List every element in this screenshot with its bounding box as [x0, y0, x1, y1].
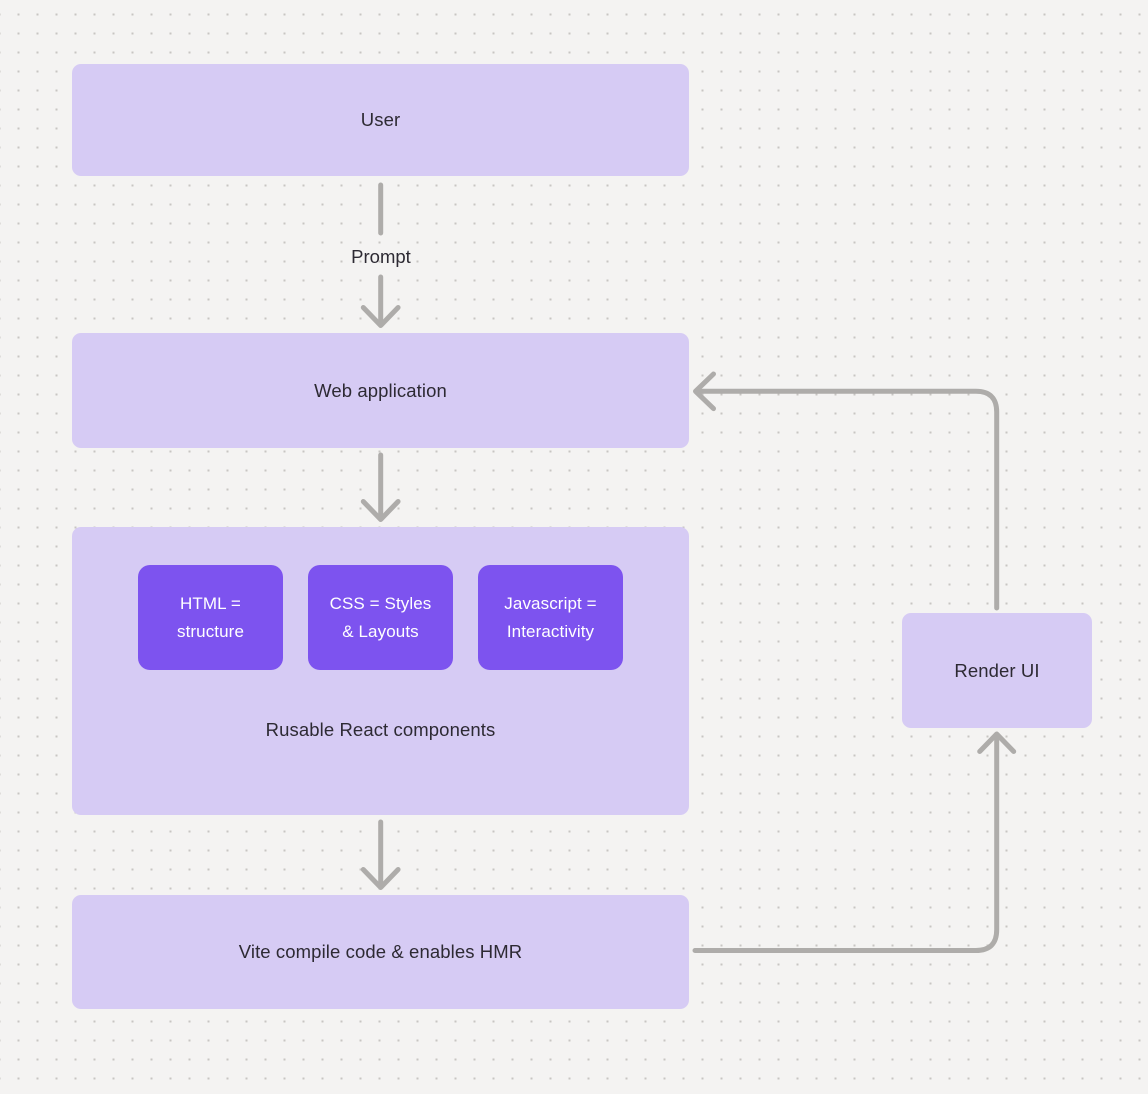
- edge-label-prompt: Prompt: [351, 246, 411, 267]
- node-user-label: User: [360, 109, 401, 130]
- node-components-group[interactable]: HTML = structure CSS = Styles & Layouts …: [72, 527, 689, 815]
- arrowhead-down-components: [360, 499, 401, 522]
- card-css-line1: CSS = Styles: [329, 593, 432, 613]
- node-render-ui[interactable]: Render UI: [902, 613, 1092, 728]
- arrowhead-left-web-application: [693, 371, 716, 412]
- card-html-line1: HTML =: [180, 593, 241, 613]
- arrowhead-up-render-ui: [977, 731, 1017, 754]
- node-user[interactable]: User: [72, 64, 689, 176]
- components-group-caption: Rusable React components: [265, 719, 496, 740]
- node-web-application-label: Web application: [314, 379, 447, 401]
- node-render-ui-label: Render UI: [954, 659, 1040, 681]
- connector-render-ui-to-web: [696, 388, 1000, 611]
- card-html-line2: structure: [176, 621, 245, 641]
- node-vite-label: Vite compile code & enables HMR: [238, 941, 523, 962]
- node-vite[interactable]: Vite compile code & enables HMR: [72, 895, 689, 1009]
- card-javascript-line1: Javascript =: [504, 593, 597, 613]
- card-css-line2: & Layouts: [342, 621, 419, 641]
- connector-vite-to-render-ui: [692, 735, 1000, 953]
- card-css[interactable]: CSS = Styles & Layouts: [308, 565, 453, 670]
- card-html[interactable]: HTML = structure: [138, 565, 283, 670]
- card-javascript[interactable]: Javascript = Interactivity: [478, 565, 623, 670]
- node-web-application[interactable]: Web application: [72, 333, 689, 448]
- card-javascript-line2: Interactivity: [506, 621, 595, 641]
- arrowhead-down-web-application: [360, 305, 401, 328]
- arrowhead-down-vite: [360, 867, 401, 890]
